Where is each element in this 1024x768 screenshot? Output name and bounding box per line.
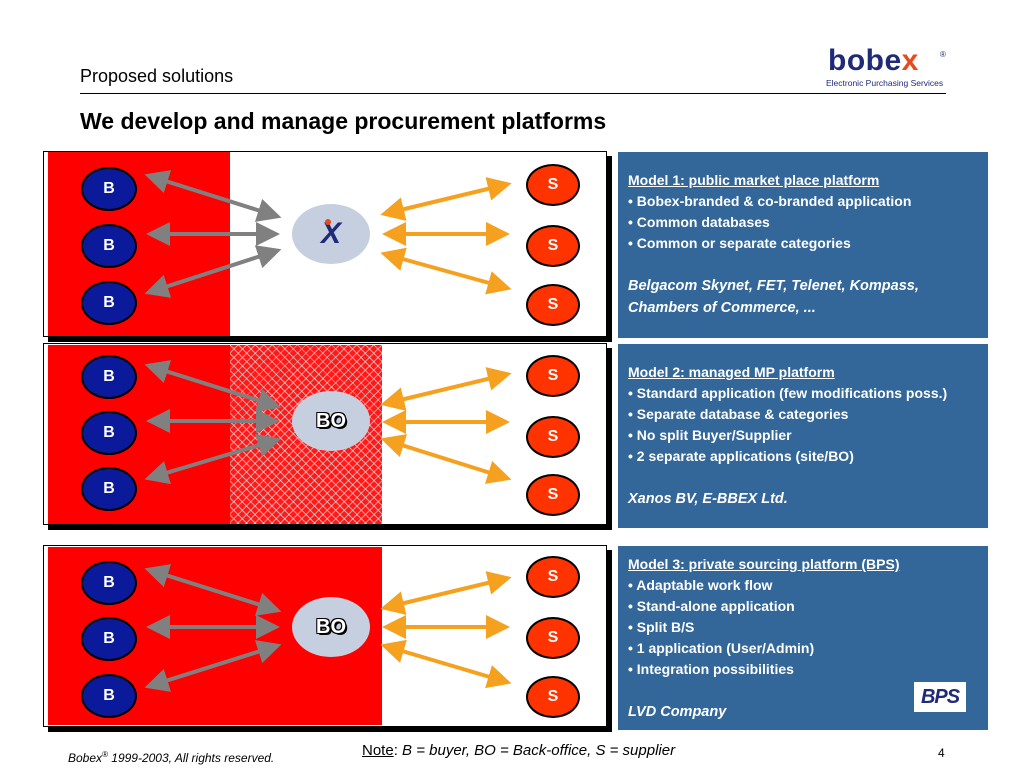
model-bullet: • Split B/S <box>628 619 695 635</box>
page-number: 4 <box>938 746 945 760</box>
copyright-text: 1999-2003, All rights reserved. <box>107 751 275 765</box>
section-subtitle: Proposed solutions <box>80 66 234 86</box>
arrow-hub3-s3 <box>380 639 512 689</box>
arrow-b1-hub3 <box>144 564 282 616</box>
supplier-node: S <box>526 676 580 718</box>
supplier-node: S <box>526 556 580 598</box>
arrow-hub1-s1 <box>380 177 512 221</box>
arrow-hub2-s3 <box>380 434 512 484</box>
model-1-panel: Model 1: public market place platform • … <box>618 152 988 338</box>
model-bullet: • Adaptable work flow <box>628 577 773 593</box>
arrow-hub1-s3 <box>380 247 512 295</box>
supplier-node: S <box>526 284 580 326</box>
arrow-b1-hub1 <box>144 170 282 222</box>
arrow-b3-hub2 <box>144 433 282 485</box>
logo-word: bobe <box>828 44 902 77</box>
model-bullet: • Common databases <box>628 214 770 230</box>
hub-bo-label: BO <box>316 615 346 638</box>
logo-x: x <box>901 44 919 77</box>
logo-registered-mark: ® <box>940 50 946 59</box>
supplier-node: S <box>526 416 580 458</box>
marketplace-hub: X <box>292 204 370 264</box>
supplier-node: S <box>526 225 580 267</box>
copyright: Bobex® 1999-2003, All rights reserved. <box>68 750 274 765</box>
model-bullet: • 2 separate applications (site/BO) <box>628 448 854 464</box>
back-office-hub: BO <box>292 391 370 451</box>
model-2-panel: Model 2: managed MP platform • Standard … <box>618 344 988 528</box>
supplier-node: S <box>526 617 580 659</box>
model-title: Model 2: managed MP platform <box>628 364 835 380</box>
model-title: Model 1: public market place platform <box>628 172 880 188</box>
buyer-node: B <box>81 167 137 211</box>
supplier-node: S <box>526 355 580 397</box>
model-clients: LVD Company <box>628 704 727 720</box>
buyer-node: B <box>81 467 137 511</box>
buyer-node: B <box>81 355 137 399</box>
model-bullet: • Stand-alone application <box>628 598 795 614</box>
model-bullet: • Bobex-branded & co-branded application <box>628 193 912 209</box>
bps-logo-text: BPS <box>920 685 960 708</box>
supplier-node: S <box>526 474 580 516</box>
buyer-node: B <box>81 224 137 268</box>
legend-note: Note: B = buyer, BO = Back-office, S = s… <box>362 742 675 759</box>
logo-dot <box>324 219 331 225</box>
back-office-hub: BO <box>292 597 370 657</box>
note-text: B = buyer, BO = Back-office, S = supplie… <box>402 742 676 759</box>
hub-bo-label: BO <box>316 409 346 432</box>
model-clients: Belgacom Skynet, FET, Telenet, Kompass, <box>628 278 919 294</box>
bps-logo: BPS <box>914 682 966 712</box>
note-colon: : <box>393 742 403 759</box>
buyer-node: B <box>81 281 137 325</box>
buyer-node: B <box>81 411 137 455</box>
bobex-logo: bobex ® Electronic Purchasing Services <box>826 44 948 90</box>
arrow-b1-hub2 <box>144 360 282 412</box>
page-title: We develop and manage procurement platfo… <box>80 108 607 134</box>
arrow-b3-hub3 <box>144 640 282 692</box>
model-bullet: • Common or separate categories <box>628 235 851 251</box>
arrow-hub2-s1 <box>380 367 512 411</box>
model-bullet: • 1 application (User/Admin) <box>628 640 815 656</box>
supplier-node: S <box>526 164 580 206</box>
logo-tagline: Electronic Purchasing Services <box>826 78 944 88</box>
model-bullet: • No split Buyer/Supplier <box>628 427 792 443</box>
model-bullet: • Separate database & categories <box>628 406 849 422</box>
buyer-node: B <box>81 674 137 718</box>
model-clients: Chambers of Commerce, ... <box>628 300 816 316</box>
header-divider <box>80 93 946 94</box>
note-label: Note <box>362 742 394 759</box>
copyright-brand: Bobex <box>68 751 103 765</box>
model-title: Model 3: private sourcing platform (BPS) <box>628 556 900 572</box>
buyer-node: B <box>81 617 137 661</box>
arrow-hub3-s1 <box>380 571 512 615</box>
model-clients: Xanos BV, E-BBEX Ltd. <box>628 491 788 507</box>
model-bullet: • Integration possibilities <box>628 661 794 677</box>
copyright-reg: ® <box>102 750 108 759</box>
model-bullet: • Standard application (few modification… <box>628 385 948 401</box>
arrow-b3-hub1 <box>144 245 282 298</box>
hub-x-label: X <box>320 217 341 250</box>
buyer-node: B <box>81 561 137 605</box>
